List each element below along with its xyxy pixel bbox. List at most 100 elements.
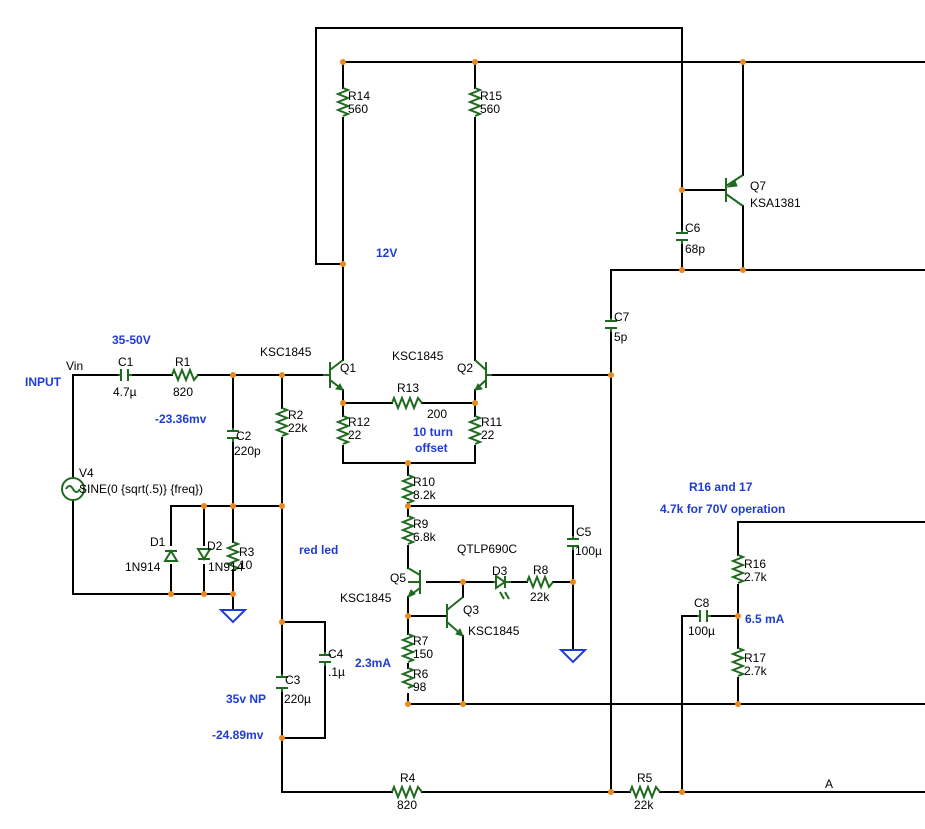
ground-symbol-1 xyxy=(218,609,248,624)
q7-ref: Q7 xyxy=(750,179,766,193)
r16-r17-title-annotation: R16 and 17 xyxy=(689,480,753,494)
q2-part: KSC1845 xyxy=(392,349,444,363)
vin-net-label: Vin xyxy=(66,359,83,373)
r3-ref: R3 xyxy=(239,545,255,559)
r2-value: 22k xyxy=(288,421,308,435)
r11-value: 22 xyxy=(481,428,495,442)
np-annotation: 35v NP xyxy=(226,692,266,706)
voltage-annotation-2: -24.89mv xyxy=(212,728,264,742)
q5-part: KSC1845 xyxy=(340,591,392,605)
r15-ref: R15 xyxy=(480,89,502,103)
diode-d1 xyxy=(163,549,179,562)
diode-d2 xyxy=(196,548,212,561)
current-6-5ma-annotation: 6.5 mA xyxy=(745,612,785,626)
r4-value: 820 xyxy=(397,798,417,812)
q3-ref: Q3 xyxy=(463,603,479,617)
supply-range-annotation: 35-50V xyxy=(112,333,151,347)
r14-value: 560 xyxy=(348,102,368,116)
resistor-r5 xyxy=(629,784,661,800)
r12-ref: R12 xyxy=(348,415,370,429)
r8-value: 22k xyxy=(530,590,550,604)
r17-value: 2.7k xyxy=(744,664,768,678)
d2-ref: D2 xyxy=(207,539,223,553)
resistor-r4 xyxy=(391,784,423,800)
r17-ref: R17 xyxy=(744,651,766,665)
resistor-r12 xyxy=(335,415,351,445)
transistor-q2 xyxy=(474,359,492,391)
resistor-r13 xyxy=(391,395,423,411)
resistor-r11 xyxy=(467,415,483,445)
resistor-r8 xyxy=(526,574,554,590)
q1-part: KSC1845 xyxy=(260,345,312,359)
input-annotation: INPUT xyxy=(25,375,62,389)
r8-ref: R8 xyxy=(533,563,549,577)
transistor-q1 xyxy=(323,359,344,391)
transistor-q7 xyxy=(725,174,744,207)
transistor-q5 xyxy=(407,567,421,598)
capacitor-c7 xyxy=(605,318,617,332)
offset-annotation-line1: 10 turn xyxy=(413,425,453,439)
r15-value: 560 xyxy=(480,102,500,116)
capacitor-c2 xyxy=(227,428,239,442)
d2-part: 1N914 xyxy=(208,560,244,574)
r10-ref: R10 xyxy=(413,475,435,489)
node-a-label: A xyxy=(825,777,833,791)
resistor-r15 xyxy=(467,87,483,117)
q7-part: KSA1381 xyxy=(750,196,801,210)
c7-value: 5p xyxy=(614,330,628,344)
r7-value: 150 xyxy=(413,647,433,661)
r16-value: 2.7k xyxy=(744,570,768,584)
d1-ref: D1 xyxy=(150,535,166,549)
c6-value: 68p xyxy=(685,242,705,256)
q5-ref: Q5 xyxy=(390,571,406,585)
capacitor-c1 xyxy=(118,369,132,381)
capacitor-c6 xyxy=(676,230,688,244)
red-led-annotation: red led xyxy=(299,543,338,557)
transistor-q3 xyxy=(446,596,464,637)
r9-ref: R9 xyxy=(413,517,429,531)
resistor-r2 xyxy=(274,407,290,437)
r9-value: 6.8k xyxy=(413,530,437,544)
resistor-r14 xyxy=(335,87,351,117)
c1-value: 4.7µ xyxy=(113,385,137,399)
r5-ref: R5 xyxy=(637,771,653,785)
c7-ref: C7 xyxy=(614,310,630,324)
offset-annotation-line2: offset xyxy=(415,441,448,455)
q1-ref: Q1 xyxy=(340,361,356,375)
resistor-r10 xyxy=(400,474,416,504)
c3-ref: C3 xyxy=(285,673,301,687)
r14-ref: R14 xyxy=(348,89,370,103)
resistor-r17 xyxy=(730,647,746,677)
c2-ref: C2 xyxy=(236,429,252,443)
wires xyxy=(72,27,925,793)
r16-ref: R16 xyxy=(744,557,766,571)
r6-value: 98 xyxy=(413,680,427,694)
c1-ref: C1 xyxy=(118,355,134,369)
sine-source-v4 xyxy=(61,477,85,501)
resistor-r1 xyxy=(171,367,199,383)
resistor-r9 xyxy=(400,515,416,545)
capacitor-c4 xyxy=(319,652,331,666)
resistor-r6 xyxy=(400,667,416,689)
r13-ref: R13 xyxy=(397,381,419,395)
component-labels: R14 560 R15 560 R1 820 R2 22k R12 22 R13… xyxy=(66,89,833,812)
junction-dots xyxy=(168,59,746,795)
q2-ref: Q2 xyxy=(457,361,473,375)
c3-value: 220µ xyxy=(284,692,311,706)
r10-value: 8.2k xyxy=(413,488,437,502)
voltage-12v-annotation: 12V xyxy=(376,246,397,260)
resistor-r7 xyxy=(400,633,416,663)
d3-part: QTLP690C xyxy=(457,542,517,556)
r7-ref: R7 xyxy=(413,634,429,648)
r6-ref: R6 xyxy=(413,667,429,681)
annotations: INPUT 35-50V -23.36mv 12V 10 turn offset… xyxy=(25,246,785,742)
capacitor-c8 xyxy=(697,610,711,622)
r5-value: 22k xyxy=(634,798,654,812)
d1-part: 1N914 xyxy=(125,560,161,574)
c8-value: 100µ xyxy=(688,624,715,638)
capacitor-c5 xyxy=(567,536,579,550)
c8-ref: C8 xyxy=(694,596,710,610)
v4-ref: V4 xyxy=(79,466,94,480)
r13-value: 200 xyxy=(427,407,447,421)
